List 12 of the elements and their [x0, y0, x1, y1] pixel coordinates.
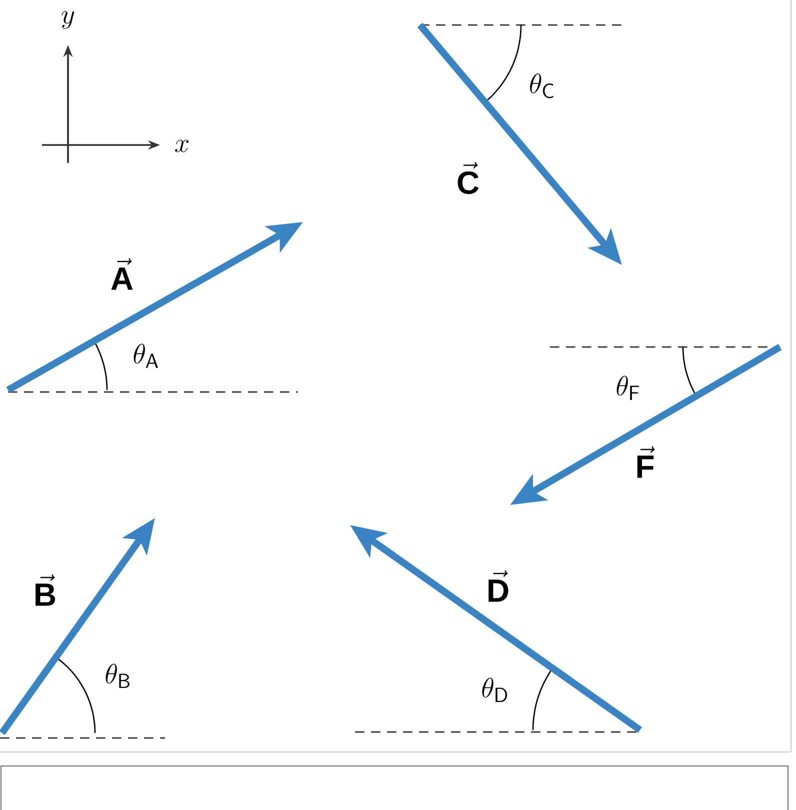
- angle-label: $\theta_{\mathsf{B}}$: [106, 664, 130, 688]
- vector-label: $\vec{\mathbf{A}}$: [111, 258, 133, 290]
- angle-label: $\theta_{\mathsf{A}}$: [134, 344, 158, 368]
- axis-label: $x$: [175, 140, 189, 152]
- vector-label: $\vec{\mathbf{D}}$: [488, 570, 508, 602]
- vector-label: $\vec{\mathbf{B}}$: [36, 574, 56, 606]
- angle-label: $\theta_{\mathsf{C}}$: [530, 74, 554, 98]
- axis-label: $y$: [62, 11, 74, 29]
- vector-label: $\vec{\mathbf{F}}$: [637, 446, 655, 478]
- angle-label: $\theta_{\mathsf{F}}$: [616, 376, 639, 400]
- vector-label: $\vec{\mathbf{C}}$: [458, 162, 479, 194]
- angle-label: $\theta_{\mathsf{D}}$: [482, 678, 508, 702]
